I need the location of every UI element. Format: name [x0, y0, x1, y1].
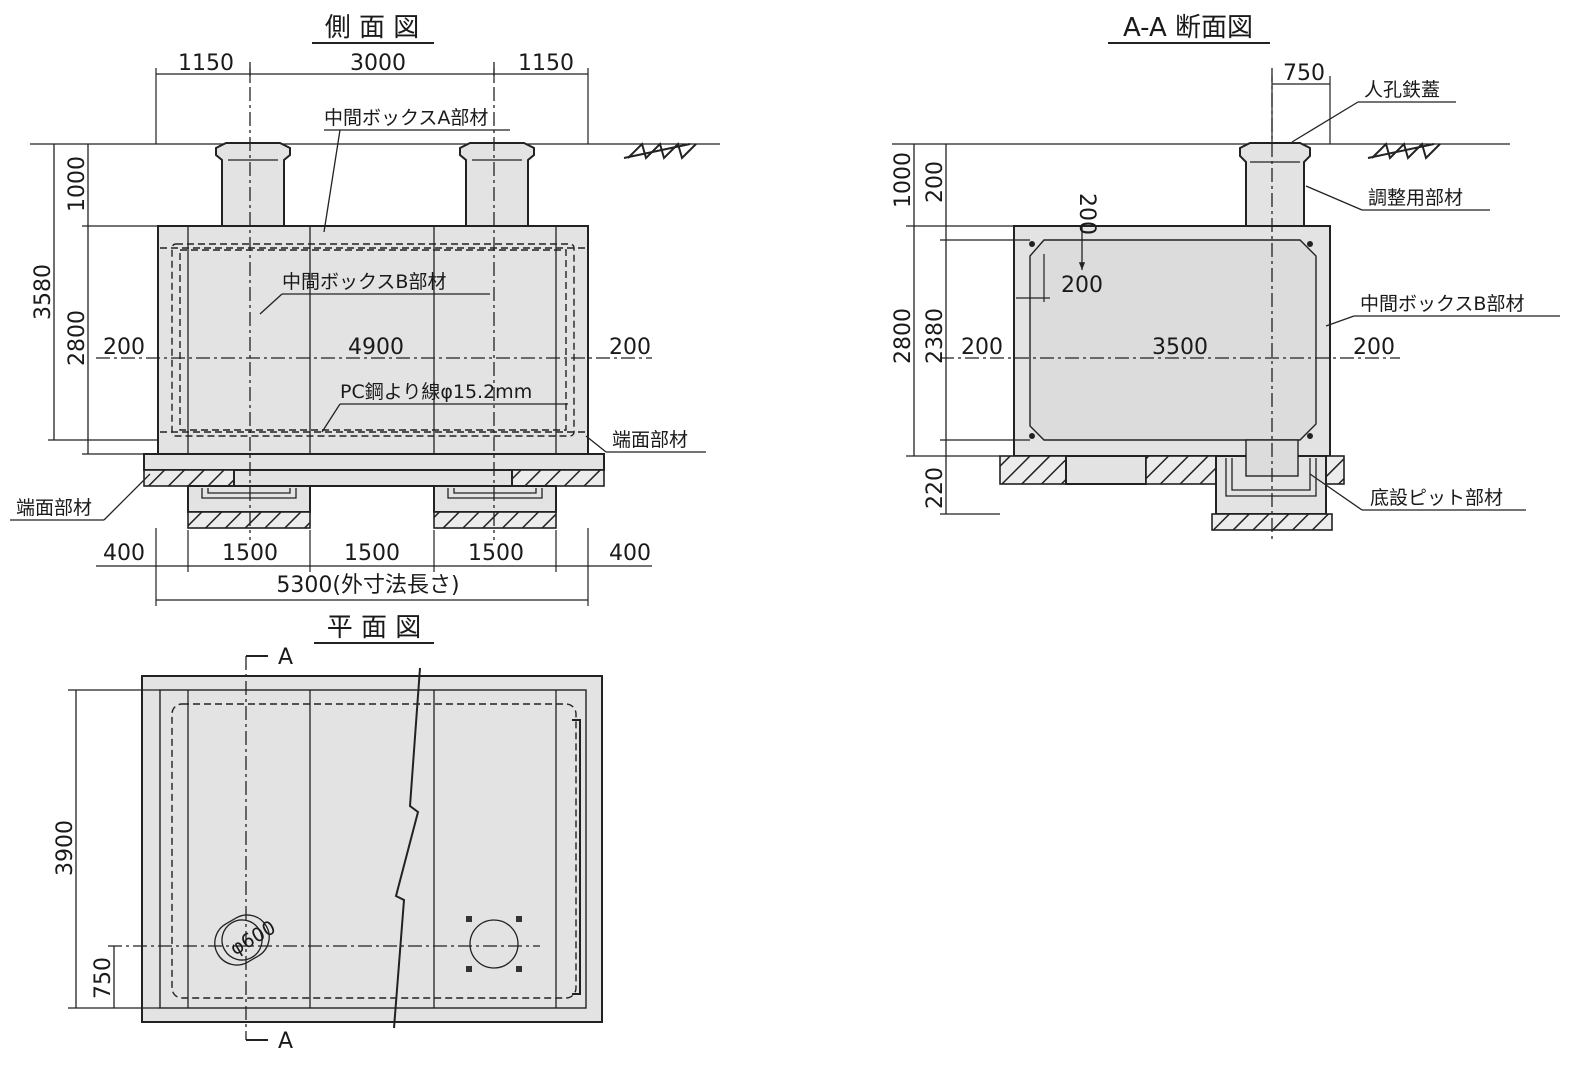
dim-overall: 5300(外寸法長さ) [276, 573, 459, 598]
dim-height-upper: 1000 [65, 156, 90, 212]
dim-corner-h: 200 [1061, 273, 1103, 298]
break-line [393, 667, 421, 1029]
label-pc-strand: PC鋼より線φ15.2mm [340, 381, 532, 403]
manhole-riser-left [215, 142, 291, 227]
ground-symbol-icon [1367, 142, 1441, 160]
section-aa-title: A-A 断面図 [1123, 13, 1253, 43]
plan-view: A A φ600 3900 750 [53, 645, 603, 1054]
dim-section-inner-width: 3500 [1152, 335, 1208, 360]
dim-section-inner-left: 200 [961, 335, 1003, 360]
dim-top-left: 1150 [178, 51, 234, 76]
dim-inner-left: 200 [103, 335, 145, 360]
titles: 側 面 図 A-A 断面図 平 面 図 [312, 13, 1270, 644]
dim-bottom-b: 1500 [344, 541, 400, 566]
dim-height-body: 2800 [65, 310, 90, 366]
plan-view-title: 平 面 図 [327, 613, 422, 643]
label-cover: 人孔鉄蓋 [1364, 79, 1440, 101]
dim-bottom-a: 1500 [222, 541, 278, 566]
ground-symbol-icon [623, 142, 697, 160]
bottom-pit-left [187, 485, 311, 529]
dim-bottom-right: 400 [609, 541, 651, 566]
label-box-b: 中間ボックスB部材 [282, 271, 446, 293]
dim-section-height-body: 2800 [891, 308, 916, 364]
dim-section-height-upper: 1000 [891, 152, 916, 208]
dim-height-inner: 2380 [923, 308, 948, 364]
manhole-opening-right [466, 916, 522, 972]
dim-section-inner-right: 200 [1353, 335, 1395, 360]
section-aa: 750 1000 200 2800 2380 220 200 200 200 3… [891, 61, 1560, 542]
label-end-right: 端面部材 [612, 429, 688, 451]
manhole-riser-section [1239, 142, 1311, 227]
side-view-title: 側 面 図 [325, 13, 420, 43]
dim-top-slab: 200 [923, 161, 948, 203]
label-box-a: 中間ボックスA部材 [324, 107, 488, 129]
manhole-riser-right [459, 142, 535, 227]
label-adjust: 調整用部材 [1368, 187, 1463, 209]
base-slab [143, 453, 605, 471]
dim-plan-offset: 750 [91, 957, 116, 999]
section-mark-top: A [278, 645, 293, 670]
dim-bottom-c: 1500 [468, 541, 524, 566]
dim-base: 220 [923, 467, 948, 509]
label-end-left: 端面部材 [16, 497, 92, 519]
dim-plan-height: 3900 [53, 820, 78, 876]
bottom-pit-right [433, 485, 557, 529]
dim-top-right: 1150 [518, 51, 574, 76]
box-body [157, 225, 589, 455]
side-view: 1150 3000 1150 3580 1000 2800 200 4900 2… [10, 51, 720, 606]
label-section-box-b: 中間ボックスB部材 [1360, 293, 1524, 315]
section-mark-bottom: A [278, 1029, 293, 1054]
dim-manhole-width: 750 [1283, 61, 1325, 86]
dim-height-total: 3580 [31, 264, 56, 320]
manhole-opening-left [214, 914, 270, 966]
dim-top-mid: 3000 [350, 51, 406, 76]
dim-bottom-left: 400 [103, 541, 145, 566]
label-pit: 底設ピット部材 [1370, 487, 1503, 509]
dim-inner-width: 4900 [348, 335, 404, 360]
dim-inner-right: 200 [609, 335, 651, 360]
dim-corner-v: 200 [1074, 193, 1099, 235]
